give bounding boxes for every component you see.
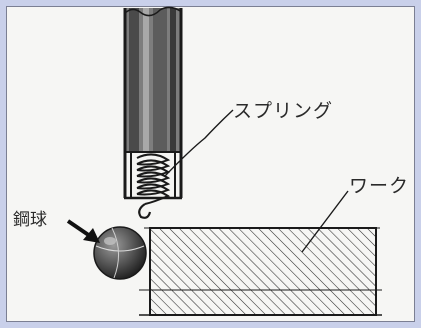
probe-shaft xyxy=(123,6,183,198)
workpiece xyxy=(139,227,382,316)
spring-leader-line xyxy=(164,109,234,177)
ball-pointer-arrow xyxy=(66,219,100,243)
workpiece-label: ワーク xyxy=(349,175,410,197)
spring-label: スプリング xyxy=(233,100,334,122)
spring xyxy=(136,153,171,219)
steel-ball xyxy=(93,226,147,280)
steel-ball-label: 鋼球 xyxy=(13,210,47,230)
diagram-border xyxy=(6,6,415,322)
work-leader-line xyxy=(301,190,349,253)
